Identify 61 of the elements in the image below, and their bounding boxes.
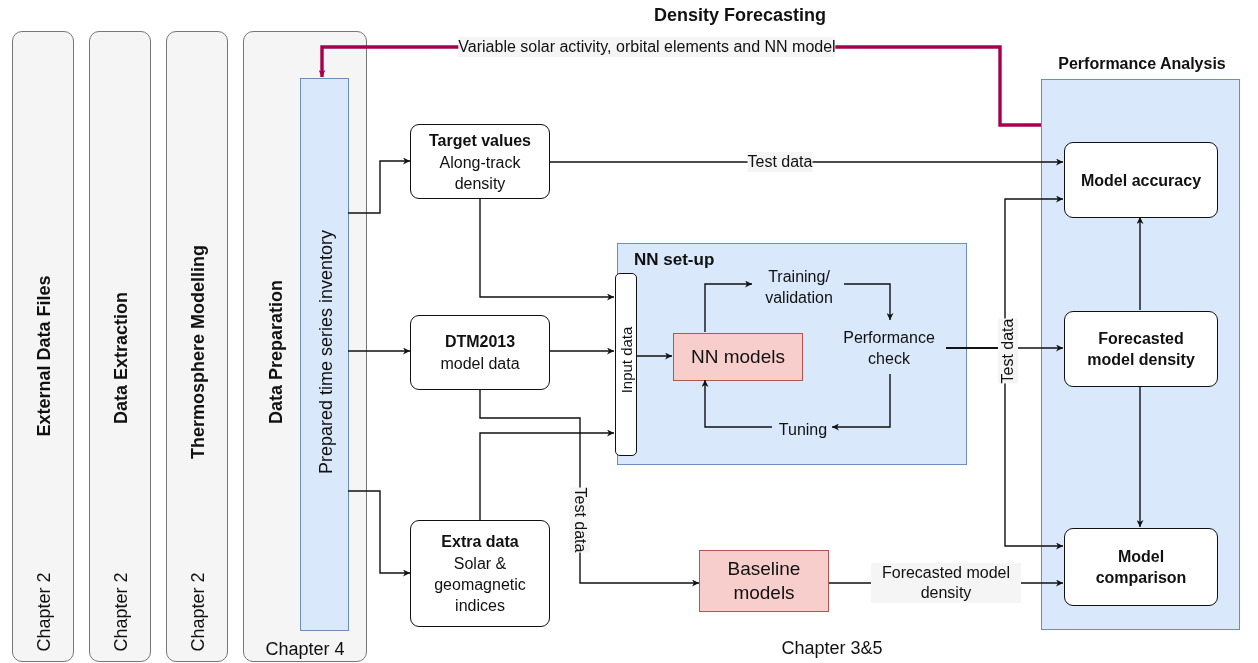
arrow — [347, 490, 411, 577]
box-text: Along-track density — [438, 152, 522, 194]
chapter-label: Chapter 2 — [110, 572, 132, 652]
model-box — [673, 333, 803, 381]
bar-label: Input data — [617, 326, 635, 394]
input-bar — [615, 273, 637, 456]
inventory-label: Prepared time series inventory — [315, 229, 336, 475]
box-text: model data — [440, 354, 520, 374]
arrow — [1136, 385, 1144, 528]
process-box — [410, 315, 550, 390]
arrow — [479, 198, 615, 301]
container-title: Performance Analysis — [1057, 55, 1227, 73]
lane-title: External Data Files — [33, 275, 55, 437]
lane-title: Data Extraction — [110, 292, 132, 424]
box-text: Baseline models — [726, 557, 802, 605]
arrow — [347, 157, 411, 214]
box-title: DTM2013 — [444, 332, 516, 352]
arrow — [704, 280, 753, 333]
box-text: Training/ validation — [764, 267, 834, 308]
edge-label: Forecasted model density — [871, 563, 1021, 603]
chapter-label: Chapter 3&5 — [780, 638, 884, 659]
edge-label: Test data — [998, 318, 1018, 384]
box-title: Model comparison — [1094, 547, 1188, 588]
box-text: Performance check — [842, 328, 936, 369]
chapter-label: Chapter 4 — [264, 639, 346, 660]
arrow — [831, 373, 891, 431]
box-title: Model accuracy — [1080, 170, 1202, 191]
chapter-label: Chapter 2 — [187, 572, 209, 652]
arrow — [549, 347, 615, 355]
chapter-label: Chapter 2 — [33, 572, 55, 652]
arrow — [635, 352, 673, 360]
arrow — [1136, 216, 1144, 311]
arrow — [479, 429, 615, 521]
model-box — [699, 550, 829, 612]
arrow — [843, 283, 894, 321]
process-box — [1064, 528, 1218, 606]
box-text: Solar & geomagnetic indices — [433, 554, 527, 616]
box-title: Extra data — [441, 532, 519, 552]
container-title: Density Forecasting — [652, 5, 827, 26]
process-box — [1064, 311, 1218, 387]
arrow — [701, 379, 773, 428]
swimlane — [166, 31, 228, 662]
swimlane — [243, 31, 367, 662]
box-text: NN models — [691, 345, 785, 369]
edge-label: Test data — [747, 152, 813, 172]
edge-label: Variable solar activity, orbital elements and NN model — [458, 37, 836, 57]
process-box — [1064, 142, 1218, 218]
swimlane — [12, 31, 74, 662]
data-inventory-bar — [300, 78, 349, 631]
box-text: Tuning — [778, 419, 828, 440]
box-title: Target values — [429, 130, 531, 151]
group-container — [617, 243, 967, 465]
arrow — [347, 347, 411, 355]
lane-title: Thermosphere Modelling — [187, 245, 209, 459]
edge-label: Test data — [570, 487, 590, 553]
box-title: Forecasted model density — [1086, 329, 1196, 370]
lane-title: Data Preparation — [265, 280, 287, 424]
swimlane — [89, 31, 151, 662]
process-box — [410, 124, 550, 199]
process-box — [410, 520, 550, 627]
container-title: NN set-up — [634, 250, 715, 270]
